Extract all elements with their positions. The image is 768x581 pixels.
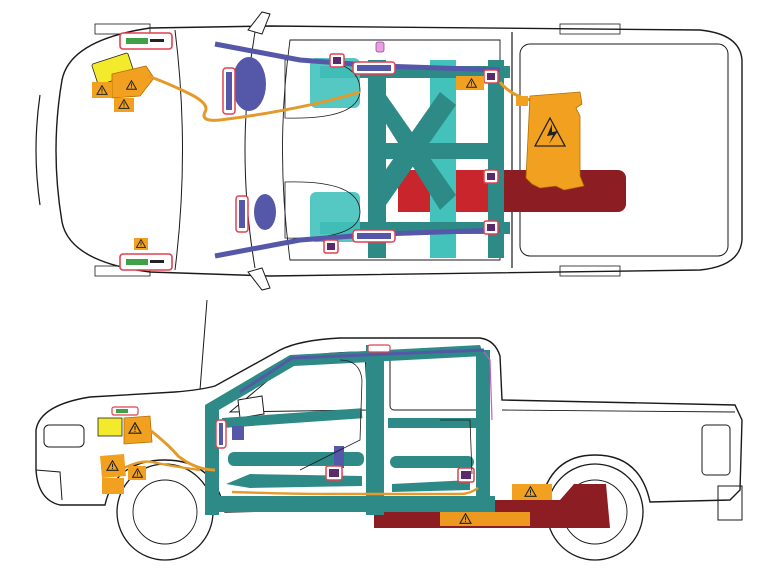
side-hv-component-front-4	[128, 466, 146, 480]
side-curtain-airbag	[239, 348, 485, 394]
top-hv-component-rear-small	[456, 76, 484, 90]
top-reinforcements	[310, 58, 510, 258]
side-wheel-front-hub	[132, 479, 198, 545]
top-gas-generators	[323, 41, 499, 254]
top-hood-line	[174, 29, 183, 271]
side-seatbelt-line	[483, 351, 493, 421]
side-tail-light	[701, 424, 731, 476]
lightning-icon	[547, 124, 558, 144]
top-pretensioner-right-bar	[126, 259, 148, 265]
top-wheel-rl	[559, 23, 621, 35]
top-mirror-right	[247, 267, 271, 291]
side-gas-generator-front-inner	[329, 469, 339, 477]
top-onboard-charger	[525, 91, 585, 191]
side-hv-component-front-3	[102, 478, 124, 494]
top-grille	[35, 94, 41, 206]
side-seat-front	[299, 359, 363, 471]
side-pretensioner-bar	[116, 409, 128, 413]
top-wheel-rr	[559, 265, 621, 277]
top-cab-roof	[282, 39, 501, 261]
top-pretensioner-left-bar	[126, 38, 148, 44]
top-pretensioner-left-tip	[150, 39, 164, 42]
side-rear-bumper	[717, 485, 743, 521]
top-airbag-module-passenger-inner	[239, 200, 245, 228]
top-bed-inner	[519, 43, 729, 257]
side-hv-component-rear	[512, 484, 552, 500]
side-gas-generator-rear-inner	[461, 471, 471, 479]
top-curtain-inflator-left-inner	[357, 65, 391, 71]
top-hv-component-rear-tiny	[516, 96, 528, 106]
top-mirror-left	[247, 11, 271, 35]
side-hv-cable-front-b	[123, 460, 201, 472]
side-airbag-steering	[232, 426, 244, 440]
side-curtain-inflator	[367, 344, 391, 353]
high-voltage-warning-icon	[533, 116, 567, 147]
side-seat-airbag	[334, 446, 344, 468]
side-mirror	[237, 395, 265, 419]
top-airbag-module-driver-inner	[226, 72, 232, 110]
side-view	[35, 337, 743, 561]
top-pretensioner-right-tip	[150, 260, 164, 263]
side-seat-rear	[440, 419, 473, 475]
side-front-bumper	[35, 469, 63, 501]
side-headlight	[43, 424, 85, 448]
side-hv-battery-lower	[440, 512, 530, 526]
top-airbag-driver	[232, 57, 266, 111]
side-bed-top	[501, 409, 736, 413]
top-hv-cable-front	[147, 74, 361, 122]
top-curtain-inflator-right-inner	[357, 233, 391, 239]
side-lv-battery	[97, 417, 123, 437]
side-hv-component-front	[123, 415, 153, 445]
top-view	[35, 11, 743, 291]
top-airbag-passenger	[254, 194, 276, 230]
leader-line	[199, 299, 208, 391]
side-hv-cable-front	[149, 428, 216, 472]
side-airbag-module-a-inner	[219, 423, 223, 445]
side-hv-component-front-lower	[100, 454, 126, 478]
side-hv-cable-underbody	[231, 487, 479, 496]
top-curtain-airbag-right	[214, 227, 501, 259]
